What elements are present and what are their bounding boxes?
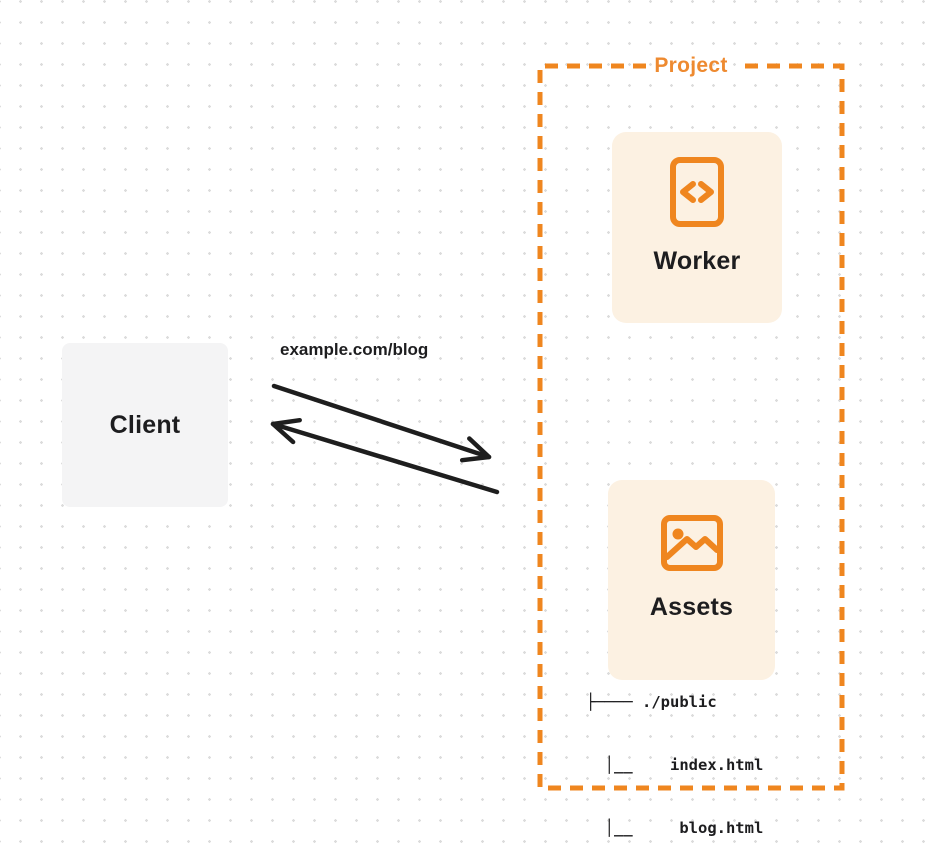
project-label: Project xyxy=(654,54,728,77)
image-icon xyxy=(660,515,723,571)
file-tree-line-index: │__ index.html xyxy=(586,756,764,774)
worker-card: Worker xyxy=(612,132,782,323)
code-file-icon xyxy=(670,157,724,227)
client-box: Client xyxy=(62,343,228,507)
file-tree-line-public: ├──── ./public xyxy=(586,693,717,711)
assets-card: Assets xyxy=(608,480,775,680)
file-tree: ├──── ./public │__ index.html │__ blog.h… xyxy=(586,650,763,860)
assets-label: Assets xyxy=(649,593,734,621)
file-tree-line-blog: │__ blog.html xyxy=(586,819,764,837)
response-arrow xyxy=(270,417,500,495)
worker-label: Worker xyxy=(653,247,741,275)
request-arrow xyxy=(271,383,492,463)
request-url-label: example.com/blog xyxy=(280,340,429,359)
client-label: Client xyxy=(109,410,181,439)
project-boundary xyxy=(537,63,845,791)
